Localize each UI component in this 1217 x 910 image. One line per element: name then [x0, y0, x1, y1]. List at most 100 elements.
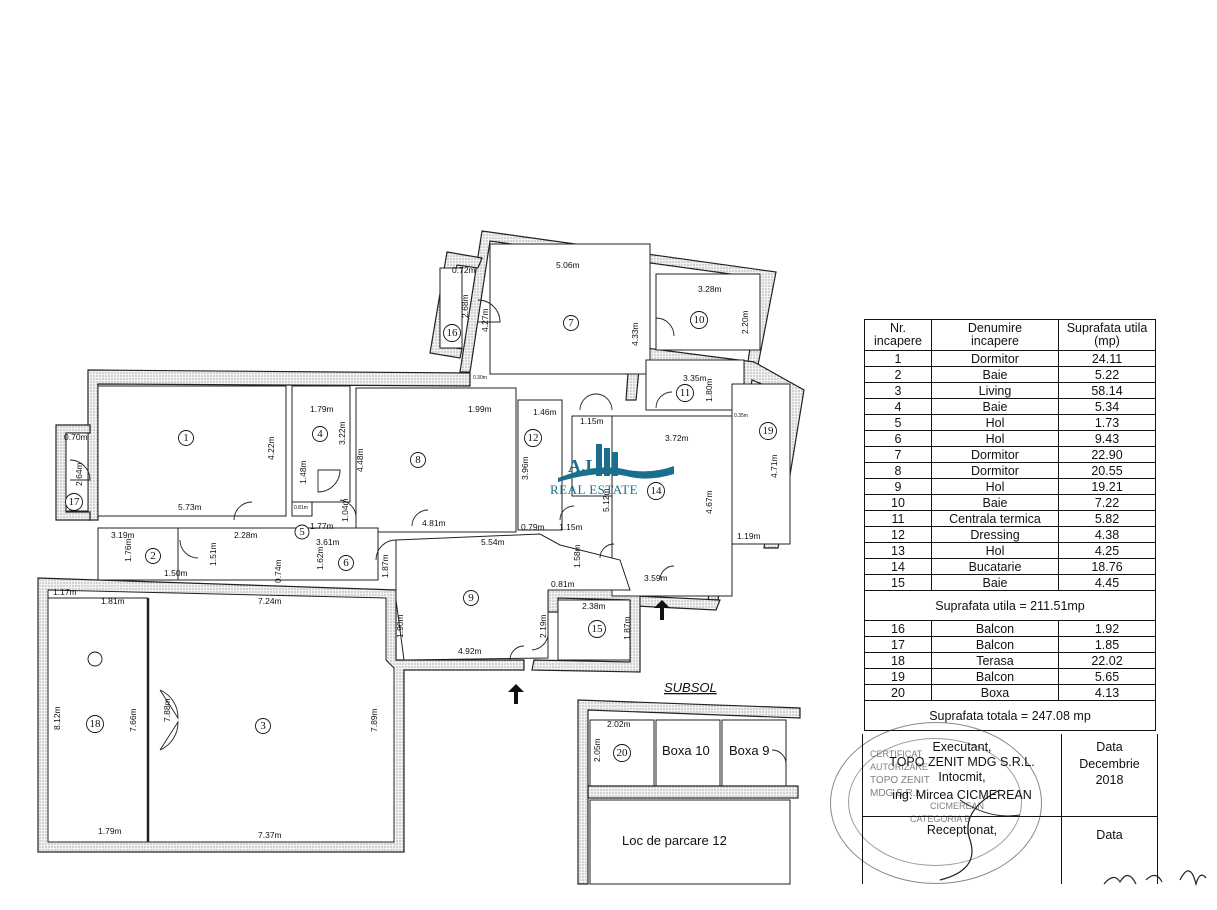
dimension-label: 4.67m [704, 490, 714, 514]
room-nr-cell: 4 [864, 398, 932, 415]
dimension-label: 1.90m [395, 614, 405, 638]
room-nr-cell: 15 [864, 574, 932, 591]
stamp-line: AUTORIZARE [870, 762, 928, 772]
dimension-label: 1.58m [572, 544, 582, 568]
room-area-cell: 4.38 [1058, 526, 1156, 543]
room-area-cell: 5.22 [1058, 366, 1156, 383]
dimension-label: 0.81m [551, 579, 575, 589]
dimension-label: 4.48m [355, 448, 365, 472]
dimension-label: 7.88m [162, 698, 172, 722]
dimension-label: 1.87m [622, 616, 632, 640]
room-name-cell: Baie [931, 398, 1059, 415]
dimension-label: 2.20m [740, 310, 750, 334]
header-nr-text: Nr. incapere [874, 321, 922, 348]
room-nr-cell: 2 [864, 366, 932, 383]
dimension-label: 1.79m [98, 826, 122, 836]
dimension-label: 7.37m [258, 830, 282, 840]
room-numbers: 1 2 3 4 5 6 7 8 9 10 11 12 14 15 16 17 1… [65, 311, 777, 762]
dimension-label: 1.15m [559, 522, 583, 532]
room-nr-cell: 12 [864, 526, 932, 543]
dimension-label: 8.12m [52, 706, 62, 730]
room-number-5: 5 [299, 526, 305, 538]
room-number-7: 7 [568, 317, 574, 329]
dimension-label: 0.35m [734, 413, 748, 419]
total-row: Suprafata totala = 247.08 mp [864, 700, 1156, 731]
room-nr-cell: 19 [864, 668, 932, 685]
room-nr-cell: 16 [864, 620, 932, 637]
room-area-cell: 4.45 [1058, 574, 1156, 591]
subtotal-row: Suprafata utila = 211.51mp [864, 590, 1156, 621]
total-cell: Suprafata totala = 247.08 mp [864, 700, 1156, 731]
table-header-row: Nr. incapere Denumire incapere Suprafata… [864, 319, 1156, 351]
dimension-label: 5.12m [601, 488, 611, 512]
room-nr-cell: 17 [864, 636, 932, 653]
subsol-title: SUBSOL [664, 680, 717, 695]
dimension-label: 1.99m [468, 404, 492, 414]
dimension-label: 5.06m [556, 260, 580, 270]
room-number-18: 18 [90, 718, 102, 730]
room-number-9: 9 [468, 592, 474, 604]
plan-doors [69, 299, 675, 751]
stamp-line: CICMEREAN [930, 801, 985, 811]
room-area-cell: 7.22 [1058, 494, 1156, 511]
room-number-1: 1 [183, 432, 189, 444]
dimension-label: 0.72m [452, 265, 476, 275]
dimension-label: 4.22m [266, 436, 276, 460]
room-number-10: 10 [694, 314, 706, 326]
room-number-17: 17 [69, 496, 81, 508]
dimension-label: 2.19m [538, 614, 548, 638]
boxa10-label: Boxa 10 [662, 743, 710, 758]
room-nr-cell: 6 [864, 430, 932, 447]
room-name-cell: Terasa [931, 652, 1059, 669]
data-label-2: Data [1096, 828, 1123, 842]
room-name-cell: Dressing [931, 526, 1059, 543]
dimension-label: 2.02m [607, 719, 631, 729]
room-area-cell: 1.73 [1058, 414, 1156, 431]
room-area-cell: 18.76 [1058, 558, 1156, 575]
room-nr-cell: 5 [864, 414, 932, 431]
room-area-cell: 9.43 [1058, 430, 1156, 447]
dimension-label: 7.89m [369, 708, 379, 732]
room-area-cell: 4.25 [1058, 542, 1156, 559]
room-nr-cell: 1 [864, 350, 932, 367]
room-area-cell: 58.14 [1058, 382, 1156, 399]
dimension-label: 2.28m [234, 530, 258, 540]
stamp-text: CERTIFICAT AUTORIZARE TOPO ZENIT MDG S.R… [870, 748, 984, 826]
room-area-cell: 1.85 [1058, 636, 1156, 653]
dimension-label: 3.19m [111, 530, 135, 540]
room-name-cell: Baie [931, 366, 1059, 383]
room-nr-cell: 10 [864, 494, 932, 511]
receptionat-label: Receptionat, [926, 823, 998, 837]
room-number-15: 15 [592, 623, 604, 635]
room-nr-cell: 8 [864, 462, 932, 479]
plan-walls [37, 230, 805, 853]
room-number-3: 3 [260, 720, 266, 732]
dimension-label: 1.80m [704, 378, 714, 402]
dimension-label: 1.46m [533, 407, 557, 417]
dimension-label: 3.96m [520, 456, 530, 480]
room-area-cell: 22.02 [1058, 652, 1156, 669]
room-nr-cell: 18 [864, 652, 932, 669]
dimension-label: 1.04m [340, 498, 350, 522]
entry-arrow-icon [508, 600, 670, 704]
room-area-cell: 20.55 [1058, 462, 1156, 479]
dimension-label: 2.68m [460, 294, 470, 318]
room-name-cell: Balcon [931, 668, 1059, 685]
room-name-cell: Balcon [931, 636, 1059, 653]
dimension-label: 1.62m [315, 546, 325, 570]
header-denumire: Denumire incapere [931, 319, 1059, 351]
dimension-label: 7.66m [128, 708, 138, 732]
room-number-4: 4 [317, 428, 323, 440]
dimension-label: 0.74m [273, 559, 283, 583]
room-area-cell: 5.34 [1058, 398, 1156, 415]
room-number-11: 11 [680, 387, 691, 399]
room-name-cell: Dormitor [931, 462, 1059, 479]
boxa9-label: Boxa 9 [729, 743, 769, 758]
